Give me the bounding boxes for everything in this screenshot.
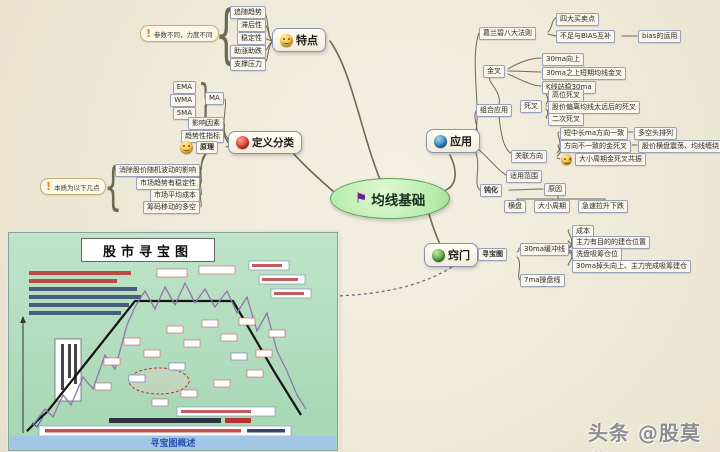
leaf-yuanli-1[interactable]: 消除股价随机波动的影响 — [115, 164, 200, 178]
leaf-lag[interactable]: 滞后性 — [237, 19, 266, 33]
topic-tedian[interactable]: 特点 — [272, 28, 326, 52]
leaf-zuhe[interactable]: 组合应用 — [476, 104, 512, 118]
leaf-buysell[interactable]: 四大买卖点 — [556, 13, 599, 27]
emoji-face-icon — [180, 141, 193, 154]
topic-yingyong[interactable]: 应用 — [426, 129, 480, 153]
leaf-ma[interactable]: MA — [205, 92, 224, 106]
leaf-diff[interactable]: 方向不一致的金死叉 — [560, 140, 631, 154]
leaf-yuanli[interactable]: 原理 — [196, 141, 218, 155]
dotted-link-line — [337, 266, 453, 297]
leaf-sicha[interactable]: 死叉 — [520, 100, 542, 114]
leaf-jincha-1[interactable]: 30ma向上 — [542, 53, 585, 67]
leaf-sicha-3[interactable]: 二次死叉 — [548, 113, 584, 127]
leaf-jincha-2[interactable]: 30ma之上短期均线金叉 — [542, 67, 627, 81]
leaf-guanlian[interactable]: 关联方向 — [511, 150, 547, 164]
watermark: 头条 @股莫非 — [588, 421, 701, 452]
green-ball-icon — [432, 248, 445, 262]
exclamation-icon: ! — [146, 27, 152, 40]
emoji-face-icon — [561, 154, 572, 165]
yuanli-note-text: 本质为以下几点 — [54, 183, 100, 192]
leaf-jincha[interactable]: 金叉 — [483, 65, 505, 79]
flag-icon: ⚑ — [354, 190, 368, 207]
leaf-shiyong[interactable]: 适用范围 — [506, 170, 542, 184]
treasure-map-image: 股市寻宝图 寻宝图概述 — [8, 232, 338, 451]
tedian-note[interactable]: ! 参数不同，力度不同 — [140, 25, 219, 42]
leaf-ma7[interactable]: 7ma操盘线 — [520, 274, 565, 288]
leaf-sicha-2[interactable]: 股价偏离均线太远后的死叉 — [548, 101, 640, 115]
leaf-wma[interactable]: WMA — [170, 94, 196, 108]
leaf-bias-use[interactable]: bias的运用 — [638, 30, 682, 44]
leaf-xunbaotu[interactable]: 寻宝图 — [478, 248, 507, 262]
leaf-factors[interactable]: 影响因素 — [188, 117, 224, 131]
leaf-yuanli-4[interactable]: 筹码移动的多空 — [143, 201, 200, 215]
center-topic[interactable]: ⚑ 均线基础 — [330, 178, 450, 219]
blue-ball-icon — [434, 134, 447, 148]
leaf-support[interactable]: 支撑压力 — [230, 58, 266, 72]
topic-qiaomen[interactable]: 窍门 — [424, 243, 478, 267]
leaf-reason[interactable]: 原因 — [544, 183, 566, 197]
leaf-ma30[interactable]: 30ma缓冲线 — [520, 243, 570, 257]
leaf-cause-3[interactable]: 急速拉升下跌 — [578, 200, 628, 214]
leaf-same-result[interactable]: 多空头排列 — [634, 127, 677, 141]
leaf-follow-trend[interactable]: 追随趋势 — [230, 6, 266, 20]
leaf-diff-result[interactable]: 股价横盘震荡、均线缠绕 — [638, 140, 720, 154]
center-topic-label: 均线基础 — [371, 192, 426, 209]
exclamation-icon: ! — [46, 180, 52, 193]
topic-dingyi[interactable]: 定义分类 — [228, 131, 302, 154]
yuanli-note[interactable]: ! 本质为以下几点 — [40, 178, 106, 195]
leaf-gelanbi[interactable]: 葛兰碧八大法则 — [479, 27, 536, 41]
topic-qiaomen-label: 窍门 — [448, 249, 470, 262]
leaf-boost[interactable]: 助涨助跌 — [230, 45, 266, 59]
red-ball-icon — [236, 136, 249, 149]
leaf-cause-1[interactable]: 横盘 — [504, 200, 526, 214]
leaf-bias[interactable]: 不足与BIAS互补 — [556, 30, 616, 44]
leaf-ma30-4[interactable]: 30ma掉头向上、主力完成吸筹建仓 — [572, 260, 692, 274]
topic-tedian-label: 特点 — [296, 34, 318, 47]
treasure-map-drawing — [20, 260, 312, 437]
leaf-dunhua[interactable]: 钝化 — [480, 184, 502, 198]
leaf-resonance[interactable]: 大小周期金死叉共振 — [575, 153, 646, 167]
treasure-map-title: 股市寻宝图 — [81, 238, 215, 262]
topic-dingyi-label: 定义分类 — [252, 137, 294, 149]
leaf-ema[interactable]: EMA — [172, 81, 196, 95]
tedian-note-text: 参数不同，力度不同 — [154, 30, 213, 39]
leaf-same[interactable]: 短中长ma方向一致 — [560, 127, 629, 141]
treasure-map-caption: 寻宝图概述 — [10, 436, 336, 449]
leaf-cause-2[interactable]: 大小周期 — [534, 200, 570, 214]
leaf-ma30-1[interactable]: 成本 — [572, 225, 594, 239]
emoji-face-icon — [280, 33, 293, 47]
topic-yingyong-label: 应用 — [450, 135, 472, 148]
leaf-stability[interactable]: 稳定性 — [237, 32, 266, 46]
